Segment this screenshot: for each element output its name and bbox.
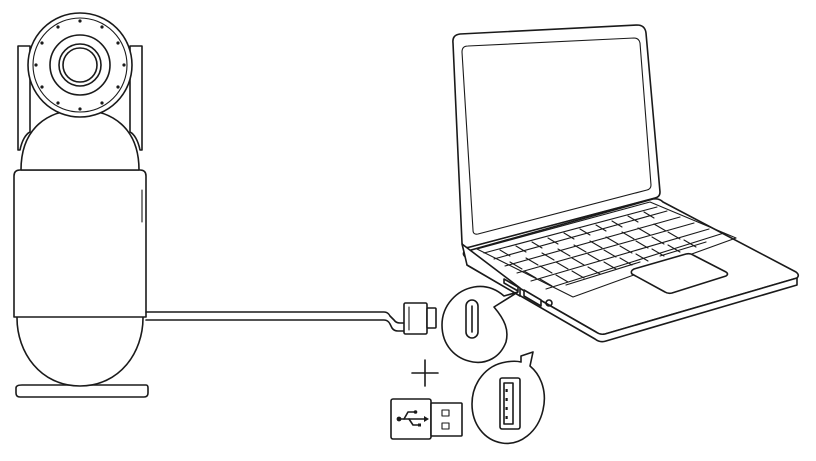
- laptop-display: [462, 38, 651, 234]
- camera-yoke: [18, 46, 30, 150]
- device-base: [16, 385, 148, 397]
- laptop-keyboard: [477, 202, 736, 297]
- usb-a-port-icon: [500, 378, 520, 429]
- usb-c-port-callout: [442, 286, 518, 362]
- camera-device: [14, 13, 148, 397]
- laptop-trackpad: [631, 254, 727, 294]
- usb-icon: [396, 410, 429, 427]
- laptop: [453, 25, 798, 342]
- laptop-usb-c-port: [504, 279, 518, 291]
- usb-c-connector: [404, 303, 427, 334]
- usb-c-cable: [146, 303, 436, 334]
- laptop-usb-a-port: [524, 290, 541, 306]
- usb-c-to-a-adapter: [391, 399, 462, 439]
- keyboard-keys: [484, 207, 724, 289]
- device-dome: [21, 110, 139, 170]
- camera-ring-dots: [34, 19, 126, 111]
- usb-a-port-callout: [472, 352, 544, 443]
- camera-lens-inner: [63, 48, 97, 82]
- device-sleeve: [14, 170, 146, 317]
- plus-sign: [412, 360, 438, 386]
